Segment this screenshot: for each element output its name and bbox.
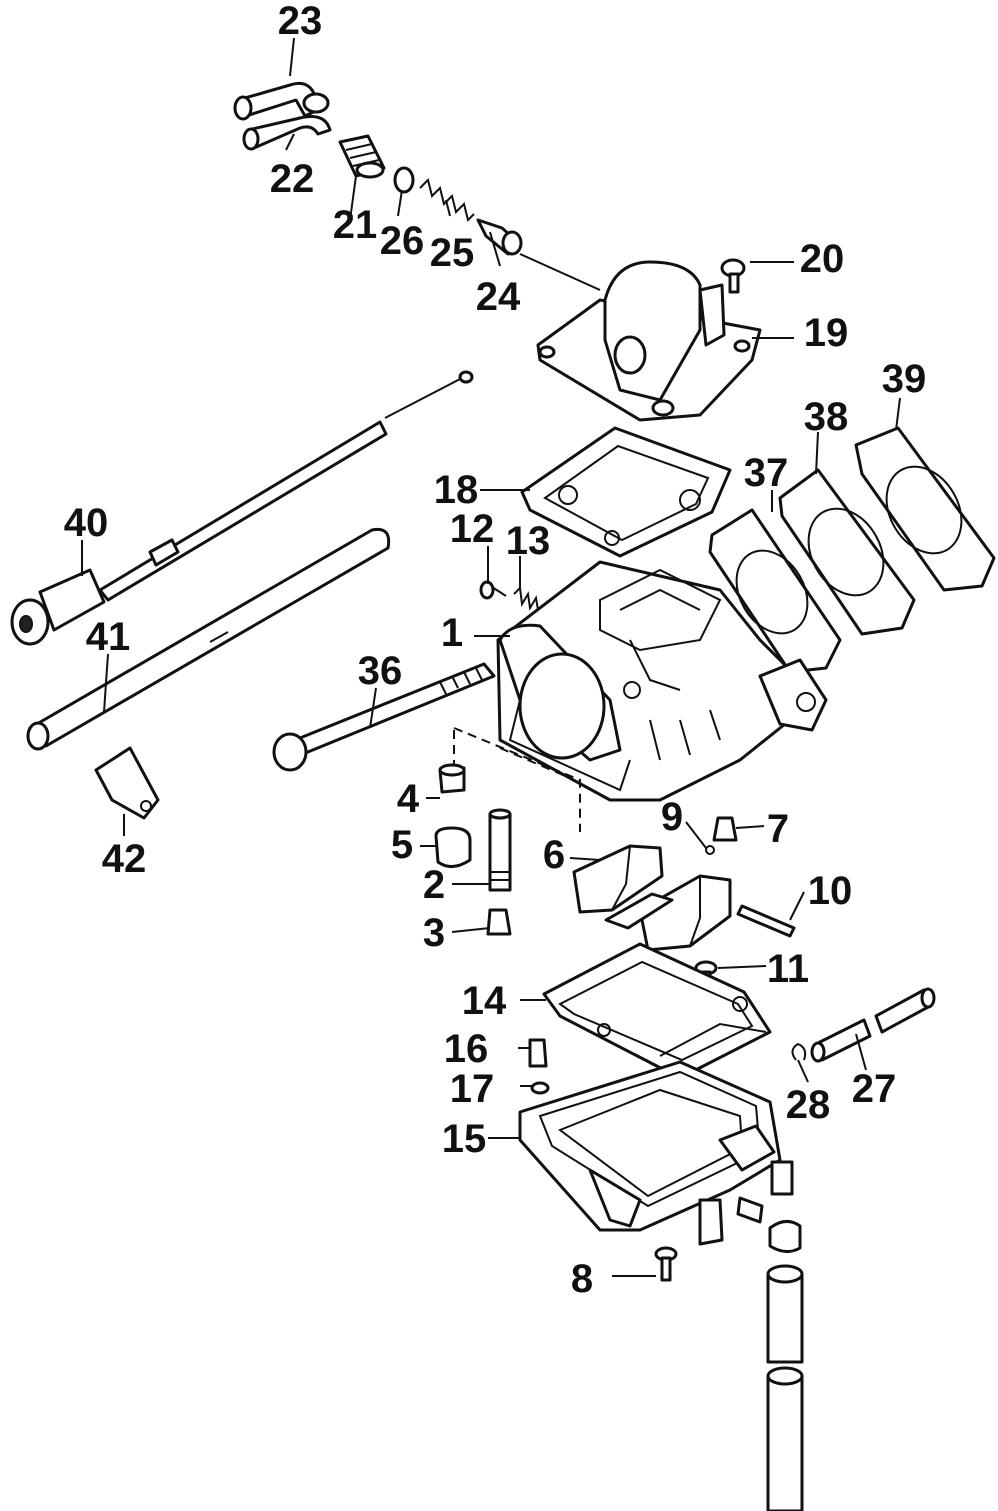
callout-26: 26 <box>380 219 425 263</box>
callout-40: 40 <box>64 501 109 545</box>
part-27-hose <box>810 987 936 1063</box>
part-14-gasket <box>542 942 772 1080</box>
part-42-clip <box>94 746 160 820</box>
callout-38: 38 <box>804 395 849 439</box>
callout-28: 28 <box>786 1083 831 1127</box>
callout-16: 16 <box>444 1027 489 1071</box>
part-2-emulsion-tube <box>488 808 512 892</box>
part-24-plunger <box>476 218 523 256</box>
callout-24: 24 <box>476 275 521 319</box>
bottom-hose <box>766 1220 804 1511</box>
part-1-carburetor-body <box>496 560 828 802</box>
part-5-cap <box>434 826 472 868</box>
callout-14: 14 <box>462 979 507 1023</box>
part-15-float-bowl <box>518 1060 794 1246</box>
part-12-screw <box>479 580 507 600</box>
callout-37: 37 <box>744 451 789 495</box>
callout-19: 19 <box>804 311 849 355</box>
part-6-float <box>572 844 732 952</box>
callout-10: 10 <box>808 869 853 913</box>
callout-23: 23 <box>278 0 323 43</box>
part-38-gasket <box>778 468 916 636</box>
callout-20: 20 <box>800 237 845 281</box>
callout-42: 42 <box>102 837 147 881</box>
callout-3: 3 <box>423 911 445 955</box>
callout-39: 39 <box>882 357 927 401</box>
callout-12: 12 <box>450 507 495 551</box>
callout-8: 8 <box>571 1257 593 1301</box>
callout-27: 27 <box>852 1067 897 1111</box>
callout-25: 25 <box>430 231 475 275</box>
callout-36: 36 <box>358 649 403 693</box>
part-36-long-bolt <box>272 662 496 772</box>
part-18-gasket <box>520 426 732 558</box>
part-40-choke-cable <box>10 370 474 646</box>
callout-5: 5 <box>391 823 413 867</box>
part-3-jet <box>486 908 512 936</box>
callout-6: 6 <box>543 833 565 877</box>
part-25-spring <box>419 178 475 222</box>
callout-21: 21 <box>333 203 378 247</box>
callout-labels: 23 22 21 26 25 24 20 19 39 38 37 18 12 1… <box>64 0 927 1301</box>
part-19-chamber-cover <box>536 260 762 422</box>
callout-1: 1 <box>441 611 463 655</box>
callout-7: 7 <box>767 807 789 851</box>
part-22-hose <box>242 115 332 151</box>
part-17-washer <box>530 1081 550 1095</box>
leader-lines <box>81 37 901 1277</box>
part-9-clip <box>705 845 715 855</box>
callout-11: 11 <box>767 947 809 991</box>
part-28-clamp <box>791 1042 807 1061</box>
part-21-fitting <box>338 134 386 179</box>
part-39-gasket <box>854 426 996 592</box>
part-20-screw <box>720 258 746 294</box>
part-37-gasket <box>708 508 842 674</box>
part-23-elbow-hose <box>233 81 330 121</box>
callout-22: 22 <box>270 157 315 201</box>
callout-9: 9 <box>661 795 683 839</box>
part-13-spring <box>513 585 539 611</box>
part-26-o-ring <box>393 166 415 194</box>
part-16-drain-screw <box>528 1038 548 1068</box>
callout-18: 18 <box>434 468 479 512</box>
callout-41: 41 <box>86 615 131 659</box>
callout-15: 15 <box>442 1117 487 1161</box>
callout-2: 2 <box>423 863 445 907</box>
part-8-screw <box>654 1246 678 1282</box>
part-4-jet <box>438 763 466 794</box>
part-7-needle-valve <box>712 816 738 842</box>
callout-13: 13 <box>506 519 551 563</box>
callout-17: 17 <box>450 1067 495 1111</box>
part-10-pin <box>736 904 796 938</box>
callout-4: 4 <box>397 777 420 821</box>
part-41-tube <box>26 527 391 751</box>
